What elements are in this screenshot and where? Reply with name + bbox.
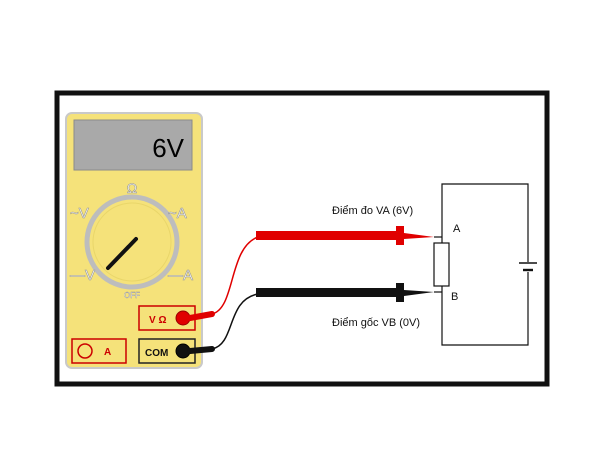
measure-point-label: Điểm đo VA (6V) [332, 205, 413, 217]
multimeter: 6V Ω ~V ~A —V —A OFF V Ω A COM [65, 112, 203, 369]
resistor [433, 242, 450, 287]
com-jack-label: COM [145, 348, 168, 359]
multimeter-display [73, 119, 193, 171]
amp-jack-label: A [104, 347, 111, 358]
red-plug [187, 311, 215, 321]
amp-jack-box [71, 338, 127, 364]
dial-label-ac-voltage: ~V [70, 205, 89, 222]
red-test-lead [187, 226, 434, 321]
circuit-wire-bottom [441, 272, 529, 346]
red-wire [211, 236, 259, 315]
black-plug [187, 346, 215, 354]
dial-label-ac-current: ~A [168, 205, 187, 222]
dial-inner-ring [92, 202, 172, 282]
dial-label-off: OFF [124, 291, 140, 300]
display-reading: 6V [152, 133, 184, 163]
red-probe-guard [396, 226, 404, 245]
reference-point-label: Điểm gốc VB (0V) [332, 317, 420, 329]
dial-pointer [106, 237, 138, 270]
black-test-lead [187, 283, 434, 354]
black-probe-guard [396, 283, 404, 302]
circuit [433, 183, 537, 346]
dial-label-dc-voltage: —V [70, 267, 95, 284]
black-probe-tip [404, 290, 434, 296]
black-probe-handle[interactable] [256, 288, 396, 297]
dial-label-ohm: Ω [127, 180, 137, 196]
dial-label-dc-current: —A [168, 267, 193, 284]
black-wire [211, 293, 259, 350]
voltage-ohm-jack-label: V Ω [149, 315, 166, 326]
red-probe-tip [404, 233, 434, 239]
red-probe-handle[interactable] [256, 231, 396, 240]
amp-jack[interactable] [77, 343, 93, 359]
node-a-label: A [453, 223, 461, 235]
node-b-label: B [451, 291, 458, 303]
circuit-wire-top [441, 183, 529, 262]
